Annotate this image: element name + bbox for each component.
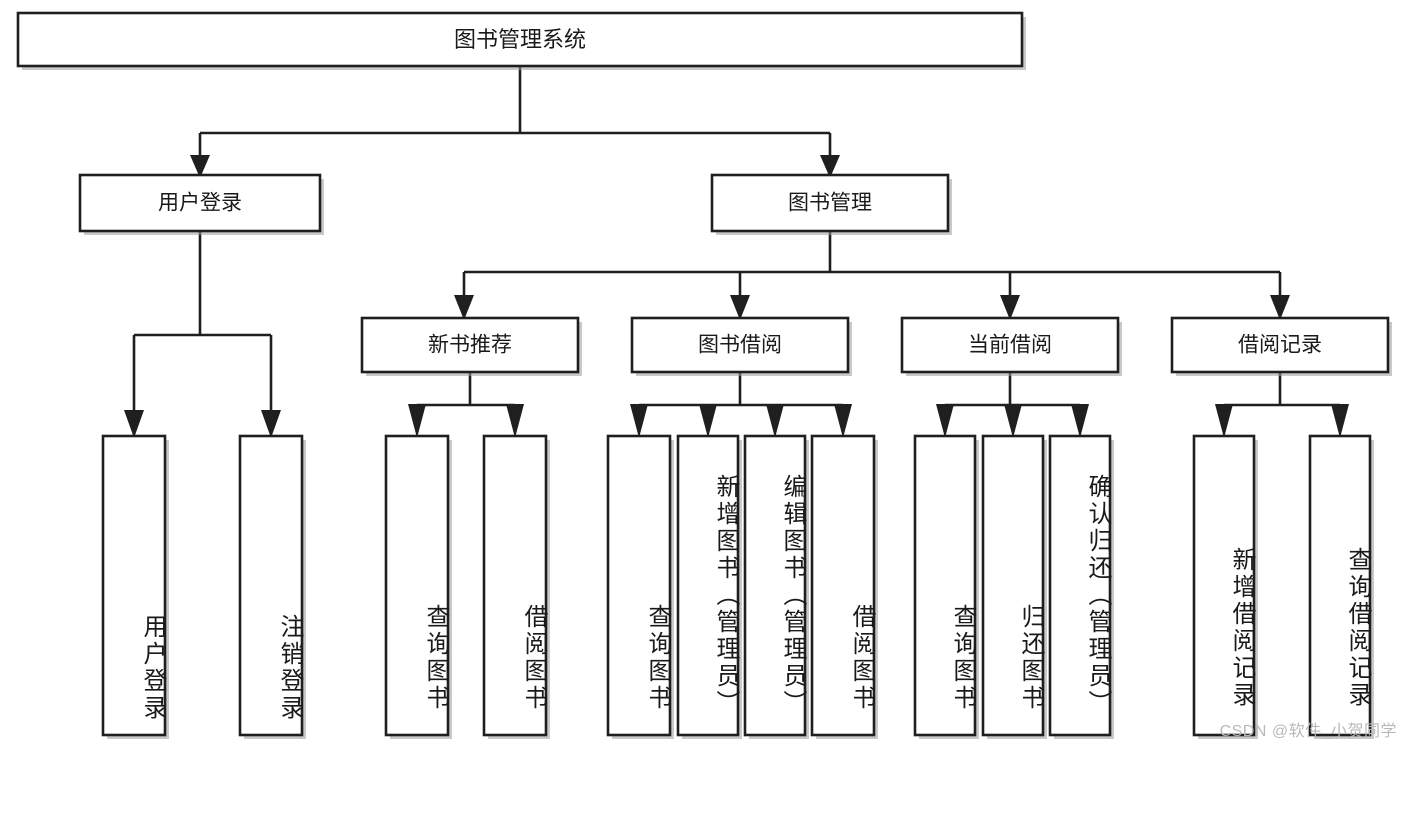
node-book-borrow[interactable]: 图书借阅 [630,316,852,376]
node-box[interactable] [1308,434,1372,737]
node-leaf-user-login[interactable] [101,434,169,739]
node-leaf-query-book-current[interactable] [913,434,979,739]
node-box[interactable] [710,173,950,233]
node-box[interactable] [981,434,1045,737]
arrowhead-icon [936,404,954,438]
arrowhead-icon [1004,404,1022,438]
node-label-root: 图书管理系统 [454,27,586,52]
node-box[interactable] [1048,434,1112,737]
node-label-new-book-recommend: 新书推荐 [428,334,512,357]
node-root[interactable]: 图书管理系统 [16,11,1026,70]
node-leaf-edit-book[interactable] [743,434,809,739]
node-leaf-confirm-return[interactable] [1048,434,1114,739]
arrowhead-icon [1270,295,1290,320]
arrowhead-icon [261,410,281,438]
node-box[interactable] [913,434,977,737]
node-label-book-management: 图书管理 [788,192,872,215]
arrowhead-icon [408,404,426,438]
node-box[interactable] [1170,316,1390,374]
arrowhead-icon [454,295,474,320]
arrowhead-icon [1000,295,1020,320]
arrowhead-icon [1331,404,1349,438]
arrowhead-icon [1215,404,1233,438]
node-leaf-query-book-borrow[interactable] [606,434,674,739]
node-box[interactable] [482,434,548,737]
arrowhead-icon [1071,404,1089,438]
arrowhead-icon [834,404,852,438]
diagram-svg: 图书管理系统 用户登录 图书管理 新书推荐 [16,11,1392,739]
arrowhead-icon [766,404,784,438]
node-leaf-return-book[interactable] [981,434,1047,739]
node-leaf-query-book-recommend[interactable] [384,434,452,739]
node-box[interactable] [16,11,1024,68]
arrowhead-layer [124,155,1349,438]
node-leaf-query-borrow-record[interactable] [1308,434,1374,739]
node-box[interactable] [384,434,450,737]
node-borrow-record[interactable]: 借阅记录 [1170,316,1392,376]
node-box[interactable] [743,434,807,737]
node-leaf-borrow-book-recommend[interactable] [482,434,550,739]
arrowhead-icon [506,404,524,438]
node-user-login[interactable]: 用户登录 [78,173,324,235]
node-label-borrow-record: 借阅记录 [1238,334,1322,357]
node-label-current-borrow: 当前借阅 [968,334,1052,357]
node-box[interactable] [101,434,167,737]
node-box[interactable] [810,434,876,737]
node-box[interactable] [238,434,304,737]
arrowhead-icon [820,155,840,178]
arrowhead-icon [699,404,717,438]
node-leaf-logout[interactable] [238,434,306,739]
arrowhead-icon [730,295,750,320]
arrowhead-icon [124,410,144,438]
node-box[interactable] [676,434,740,737]
node-box[interactable] [630,316,850,374]
node-box[interactable] [360,316,580,374]
node-box[interactable] [78,173,322,233]
node-leaf-borrow-book[interactable] [810,434,878,739]
csdn-watermark: CSDN @软件_小贺同学 [1219,723,1397,740]
node-current-borrow[interactable]: 当前借阅 [900,316,1122,376]
hierarchy-diagram-canvas: 图书管理系统 用户登录 图书管理 新书推荐 [16,11,1397,740]
node-box[interactable] [900,316,1120,374]
arrowhead-icon [630,404,648,438]
node-layer: 图书管理系统 用户登录 图书管理 新书推荐 [16,11,1392,739]
node-new-book-recommend[interactable]: 新书推荐 [360,316,582,376]
node-leaf-add-borrow-record[interactable] [1192,434,1258,739]
node-box[interactable] [1192,434,1256,737]
node-label-user-login: 用户登录 [158,192,242,215]
node-box[interactable] [606,434,672,737]
arrowhead-icon [190,155,210,178]
node-leaf-add-book[interactable] [676,434,742,739]
node-book-management[interactable]: 图书管理 [710,173,952,235]
node-label-book-borrow: 图书借阅 [698,334,782,357]
